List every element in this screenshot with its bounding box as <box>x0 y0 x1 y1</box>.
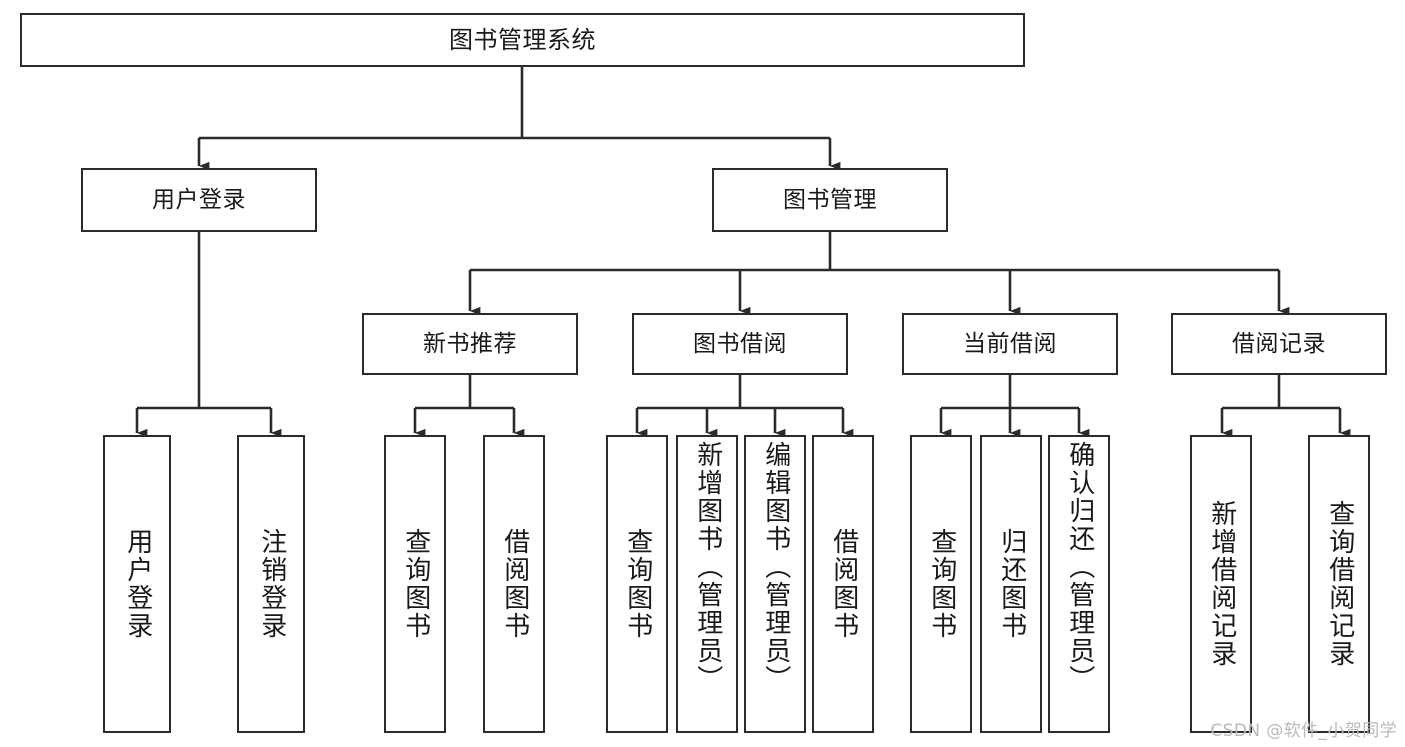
leaf-new-book-borrow-book[interactable]: 借阅图书 <box>483 435 545 733</box>
leaf-book-borrow-query-book[interactable]: 查询图书 <box>606 435 668 733</box>
node-root-book-management-system[interactable]: 图书管理系统 <box>20 13 1025 67</box>
leaf-book-borrow-edit-book-admin[interactable]: 编辑图书（管理员） <box>744 435 806 733</box>
leaf-borrow-record-add-record[interactable]: 新增借阅记录 <box>1190 435 1252 733</box>
node-label: 新增图书（管理员） <box>692 441 723 693</box>
node-book-management[interactable]: 图书管理 <box>712 168 948 232</box>
leaf-new-book-query-book[interactable]: 查询图书 <box>384 435 446 733</box>
node-new-book-recommend[interactable]: 新书推荐 <box>362 313 578 375</box>
leaf-book-borrow-add-book-admin[interactable]: 新增图书（管理员） <box>676 435 738 733</box>
leaf-current-borrow-return-book[interactable]: 归还图书 <box>980 435 1042 733</box>
node-label: 图书管理 <box>783 186 877 213</box>
node-label: 编辑图书（管理员） <box>760 441 791 693</box>
leaf-current-borrow-query-book[interactable]: 查询图书 <box>910 435 972 733</box>
leaf-current-borrow-confirm-return-admin[interactable]: 确认归还（管理员） <box>1048 435 1110 733</box>
leaf-book-borrow-borrow-book[interactable]: 借阅图书 <box>812 435 874 733</box>
node-label: 注销登录 <box>256 528 287 640</box>
node-current-borrow[interactable]: 当前借阅 <box>902 313 1118 375</box>
node-label: 查询图书 <box>622 528 653 640</box>
node-label: 图书借阅 <box>693 330 787 357</box>
node-label: 当前借阅 <box>963 330 1057 357</box>
node-label: 用户登录 <box>152 186 246 213</box>
node-label: 借阅图书 <box>499 528 530 640</box>
node-label: 查询图书 <box>400 528 431 640</box>
node-label: 新书推荐 <box>423 330 517 357</box>
leaf-user-login-signout[interactable]: 注销登录 <box>237 435 305 733</box>
node-borrow-record[interactable]: 借阅记录 <box>1171 313 1387 375</box>
node-label: 查询图书 <box>926 528 957 640</box>
node-label: 借阅图书 <box>828 528 859 640</box>
node-label: 归还图书 <box>996 528 1027 640</box>
node-label: 借阅记录 <box>1232 330 1326 357</box>
node-label: 查询借阅记录 <box>1324 500 1355 668</box>
leaf-user-login-signin[interactable]: 用户登录 <box>103 435 171 733</box>
node-label: 新增借阅记录 <box>1206 500 1237 668</box>
node-book-borrow[interactable]: 图书借阅 <box>632 313 848 375</box>
csdn-watermark: CSDN @软件_小贺同学 <box>1210 721 1397 741</box>
node-label: 用户登录 <box>122 528 153 640</box>
node-user-login[interactable]: 用户登录 <box>81 168 317 232</box>
node-label: 图书管理系统 <box>449 26 596 54</box>
node-label: 确认归还（管理员） <box>1064 441 1095 693</box>
leaf-borrow-record-query-record[interactable]: 查询借阅记录 <box>1308 435 1370 733</box>
